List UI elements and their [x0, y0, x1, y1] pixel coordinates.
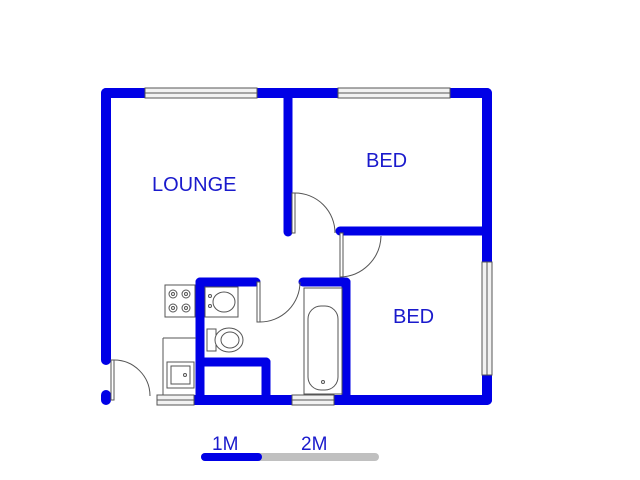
toilet-icon — [206, 327, 244, 353]
bathtub-icon — [303, 287, 343, 395]
room-label-lounge: LOUNGE — [152, 174, 236, 196]
window-bottom-kitchen — [156, 394, 195, 406]
window-bottom-bath — [291, 394, 335, 406]
kitchen-sink-icon — [166, 361, 195, 389]
room-label-bed-top: BED — [366, 150, 407, 172]
washbasin-icon — [204, 286, 239, 318]
stove-icon — [164, 284, 196, 318]
window-top-bed — [337, 87, 451, 99]
window-right-bed — [481, 261, 493, 376]
door-bathroom — [256, 281, 301, 323]
door-bed-right — [339, 232, 382, 278]
exterior-walls — [101, 88, 492, 405]
door-bed-top — [291, 192, 336, 234]
door-entrance — [110, 359, 151, 401]
scale-label-1m: 1M — [212, 434, 238, 455]
kitchen-counter — [162, 337, 196, 395]
interior-walls — [195, 91, 492, 405]
scale-label-2m: 2M — [301, 434, 327, 455]
room-label-bed-right: BED — [393, 306, 434, 328]
window-top-lounge — [144, 87, 258, 99]
